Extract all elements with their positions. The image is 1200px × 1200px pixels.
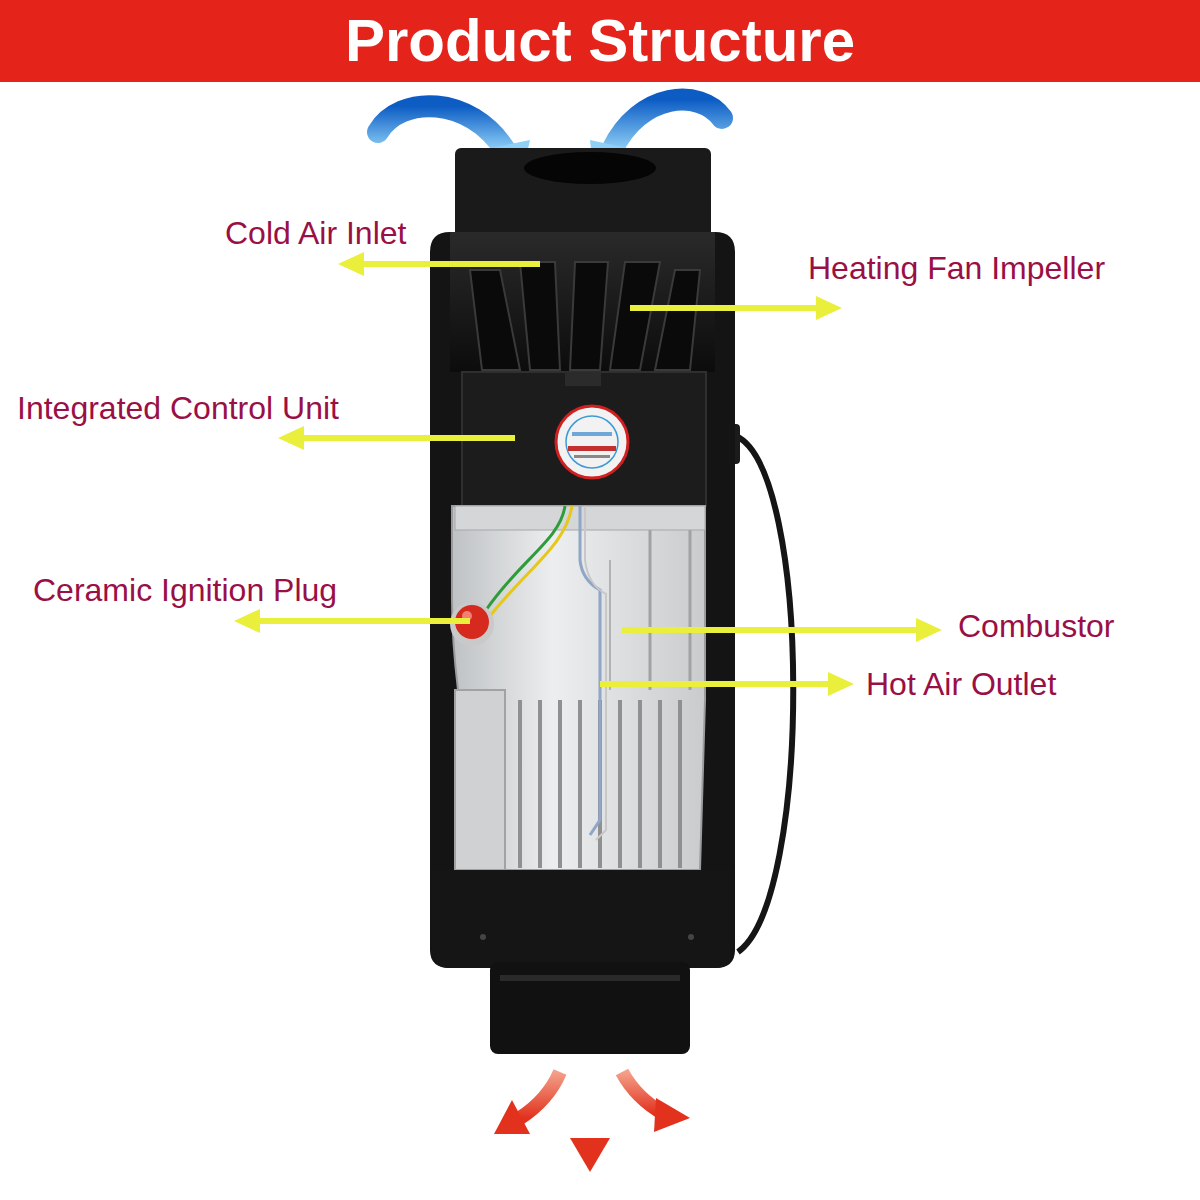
fan-impeller	[470, 270, 520, 370]
leader-arrows	[828, 672, 854, 696]
page-title: Product Structure	[345, 11, 855, 71]
fan-impeller	[470, 262, 700, 370]
part-label: Combustor	[958, 608, 1115, 645]
combustor	[689, 530, 692, 690]
cooling-fins	[678, 700, 682, 868]
control-unit	[556, 406, 628, 478]
part-label: Heating Fan Impeller	[808, 250, 1105, 287]
sensor-wire	[585, 506, 606, 840]
cooling-fins	[538, 700, 542, 868]
leader-arrows	[630, 305, 818, 311]
control-unit	[572, 432, 612, 436]
leader-arrows	[278, 426, 304, 450]
heater-housing	[430, 232, 735, 968]
sensor-wire	[580, 506, 600, 835]
outlet-housing	[500, 975, 680, 981]
heater-housing	[430, 148, 735, 968]
ignition-plug	[490, 506, 572, 616]
cooling-fins	[558, 700, 562, 868]
hot-air-arrows	[583, 1075, 597, 1140]
part-label: Hot Air Outlet	[866, 666, 1056, 703]
ignition-plug	[486, 506, 565, 610]
leader-arrows	[600, 681, 830, 687]
hot-air-arrows	[520, 1072, 560, 1118]
control-unit	[574, 455, 610, 458]
outlet-housing	[480, 934, 486, 940]
fan-impeller	[655, 270, 700, 370]
leader-arrows	[622, 627, 918, 633]
combustor	[649, 530, 652, 690]
hot-air-arrows	[494, 1072, 690, 1172]
power-cable	[736, 436, 793, 952]
fan-impeller	[610, 262, 660, 370]
leader-arrows	[916, 618, 942, 642]
leader-arrows	[256, 618, 470, 624]
outlet-housing	[432, 870, 733, 968]
cooling-fins	[638, 700, 642, 868]
control-unit	[566, 416, 618, 468]
control-unit	[565, 372, 601, 386]
hot-air-arrows	[654, 1098, 690, 1132]
fan-impeller	[570, 262, 608, 370]
cooling-fins	[658, 700, 662, 868]
part-label: Integrated Control Unit	[17, 390, 339, 427]
combustor	[452, 506, 705, 870]
ignition-plug	[450, 506, 572, 646]
combustor	[609, 560, 611, 690]
leader-arrows	[360, 261, 540, 267]
title-banner: Product Structure	[0, 0, 1200, 82]
control-unit	[568, 446, 616, 451]
fan-impeller	[520, 262, 560, 370]
part-label: Ceramic Ignition Plug	[33, 572, 337, 609]
combustor	[455, 690, 505, 870]
outlet-housing	[432, 870, 733, 1054]
outlet-housing	[688, 934, 694, 940]
cooling-fins	[578, 700, 582, 868]
part-label: Cold Air Inlet	[225, 215, 406, 252]
leader-arrows	[234, 252, 942, 696]
cold-air-arrows	[612, 100, 722, 150]
hot-air-arrows	[494, 1100, 530, 1134]
air-inlet-collar	[455, 148, 711, 238]
leader-arrows	[338, 252, 364, 276]
leader-arrows	[234, 609, 260, 633]
leader-arrows	[300, 435, 515, 441]
cooling-fins	[618, 700, 622, 868]
cold-air-arrows	[378, 106, 505, 150]
inlet-opening	[524, 152, 656, 184]
combustor	[452, 506, 705, 870]
fan-chamber	[450, 232, 715, 372]
hot-air-arrows	[570, 1138, 610, 1172]
hot-air-outlet	[490, 962, 690, 1054]
cooling-fins	[518, 700, 522, 868]
leader-arrows	[816, 296, 842, 320]
